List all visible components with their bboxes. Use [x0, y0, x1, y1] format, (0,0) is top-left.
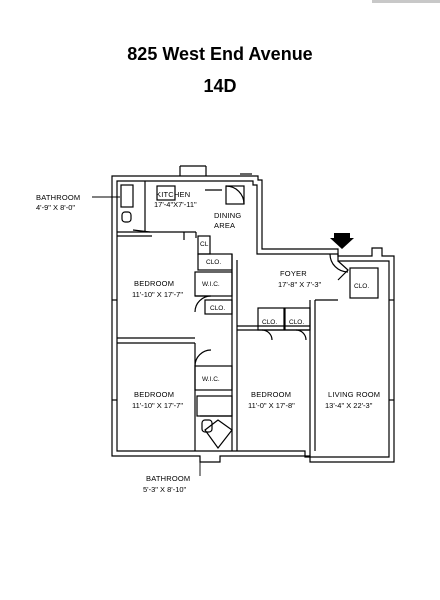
entrance-arrow-icon: [330, 233, 354, 249]
foyer-name: FOYER: [280, 269, 307, 278]
bedroom-1-name: BEDROOM: [134, 279, 174, 288]
living-room-dims: 13'-4" X 22'-3": [325, 401, 373, 410]
bathroom-bottom-name: BATHROOM: [146, 474, 190, 483]
closet-4-label: CLO.: [289, 319, 304, 326]
bedroom-3-name: BEDROOM: [251, 390, 291, 399]
unit-number: 14D: [203, 76, 237, 96]
kitchen-dims: 17'-4"X7'-11": [154, 200, 197, 209]
scan-edge-mark: [372, 0, 440, 3]
bathroom-top-dims: 4'-9" X 8'-0": [36, 203, 75, 212]
bedroom-1-dims: 11'-10" X 17'-7": [132, 290, 183, 299]
closet-5-label: CLO.: [354, 283, 369, 290]
living-room-name: LIVING ROOM: [328, 390, 380, 399]
bathroom-top-name: BATHROOM: [36, 193, 80, 202]
dining-line1: DINING: [214, 211, 241, 220]
bedroom-2-name: BEDROOM: [134, 390, 174, 399]
wic-2-label: W.I.C.: [202, 376, 220, 383]
kitchen-name: KITCHEN: [156, 190, 190, 199]
bedroom-2-dims: 11'-10" X 17'-7": [132, 401, 183, 410]
closet-cl-label: CL: [200, 241, 209, 248]
wic-1-label: W.I.C.: [202, 281, 220, 288]
building-address: 825 West End Avenue: [127, 44, 313, 64]
foyer-dims: 17'-8" X 7'-3": [278, 280, 322, 289]
closet-3-label: CLO.: [262, 319, 277, 326]
bathroom-bottom-dims: 5'-3" X 8'-10": [143, 485, 187, 494]
closet-2-label: CLO.: [210, 305, 225, 312]
walls: [111, 165, 395, 463]
bedroom-3-dims: 11'-0" X 17'-8": [248, 401, 295, 410]
title-block: 825 West End Avenue 14D: [0, 44, 440, 96]
closet-1-label: CLO.: [206, 259, 221, 266]
dining-line2: AREA: [214, 221, 235, 230]
